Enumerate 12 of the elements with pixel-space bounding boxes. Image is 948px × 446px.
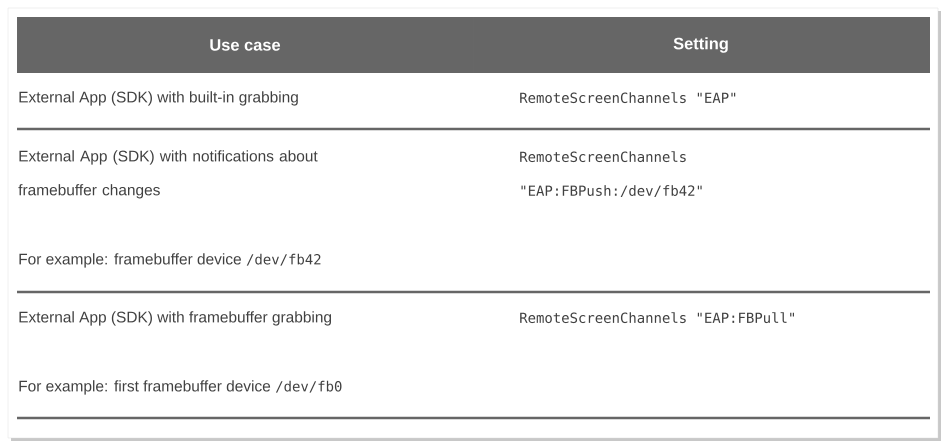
table-cell: RemoteScreenChannels "EAP:FBPush:/dev/fb42": [520, 151, 702, 198]
header-cell: Use case: [17, 17, 473, 73]
table-cell: /dev/fb42: [246, 254, 320, 266]
table-cell: RemoteScreenChannels "EAP": [520, 92, 736, 104]
table-cell: For example: first framebuffer device: [19, 380, 270, 395]
table-cell: For example: framebuffer device: [19, 253, 241, 268]
table-cell: /dev/fb0: [276, 380, 342, 393]
table-cell: External App (SDK) with framebuffer grabbing: [19, 311, 332, 326]
table-cell: RemoteScreenChannels "EAP:FBPull": [520, 312, 794, 324]
header-cell: Setting: [473, 17, 930, 73]
table-cell: External App (SDK) with notifications about framebuffer changes: [18, 150, 318, 198]
table-cell: External App (SDK) with built-in grabbing: [19, 91, 298, 106]
